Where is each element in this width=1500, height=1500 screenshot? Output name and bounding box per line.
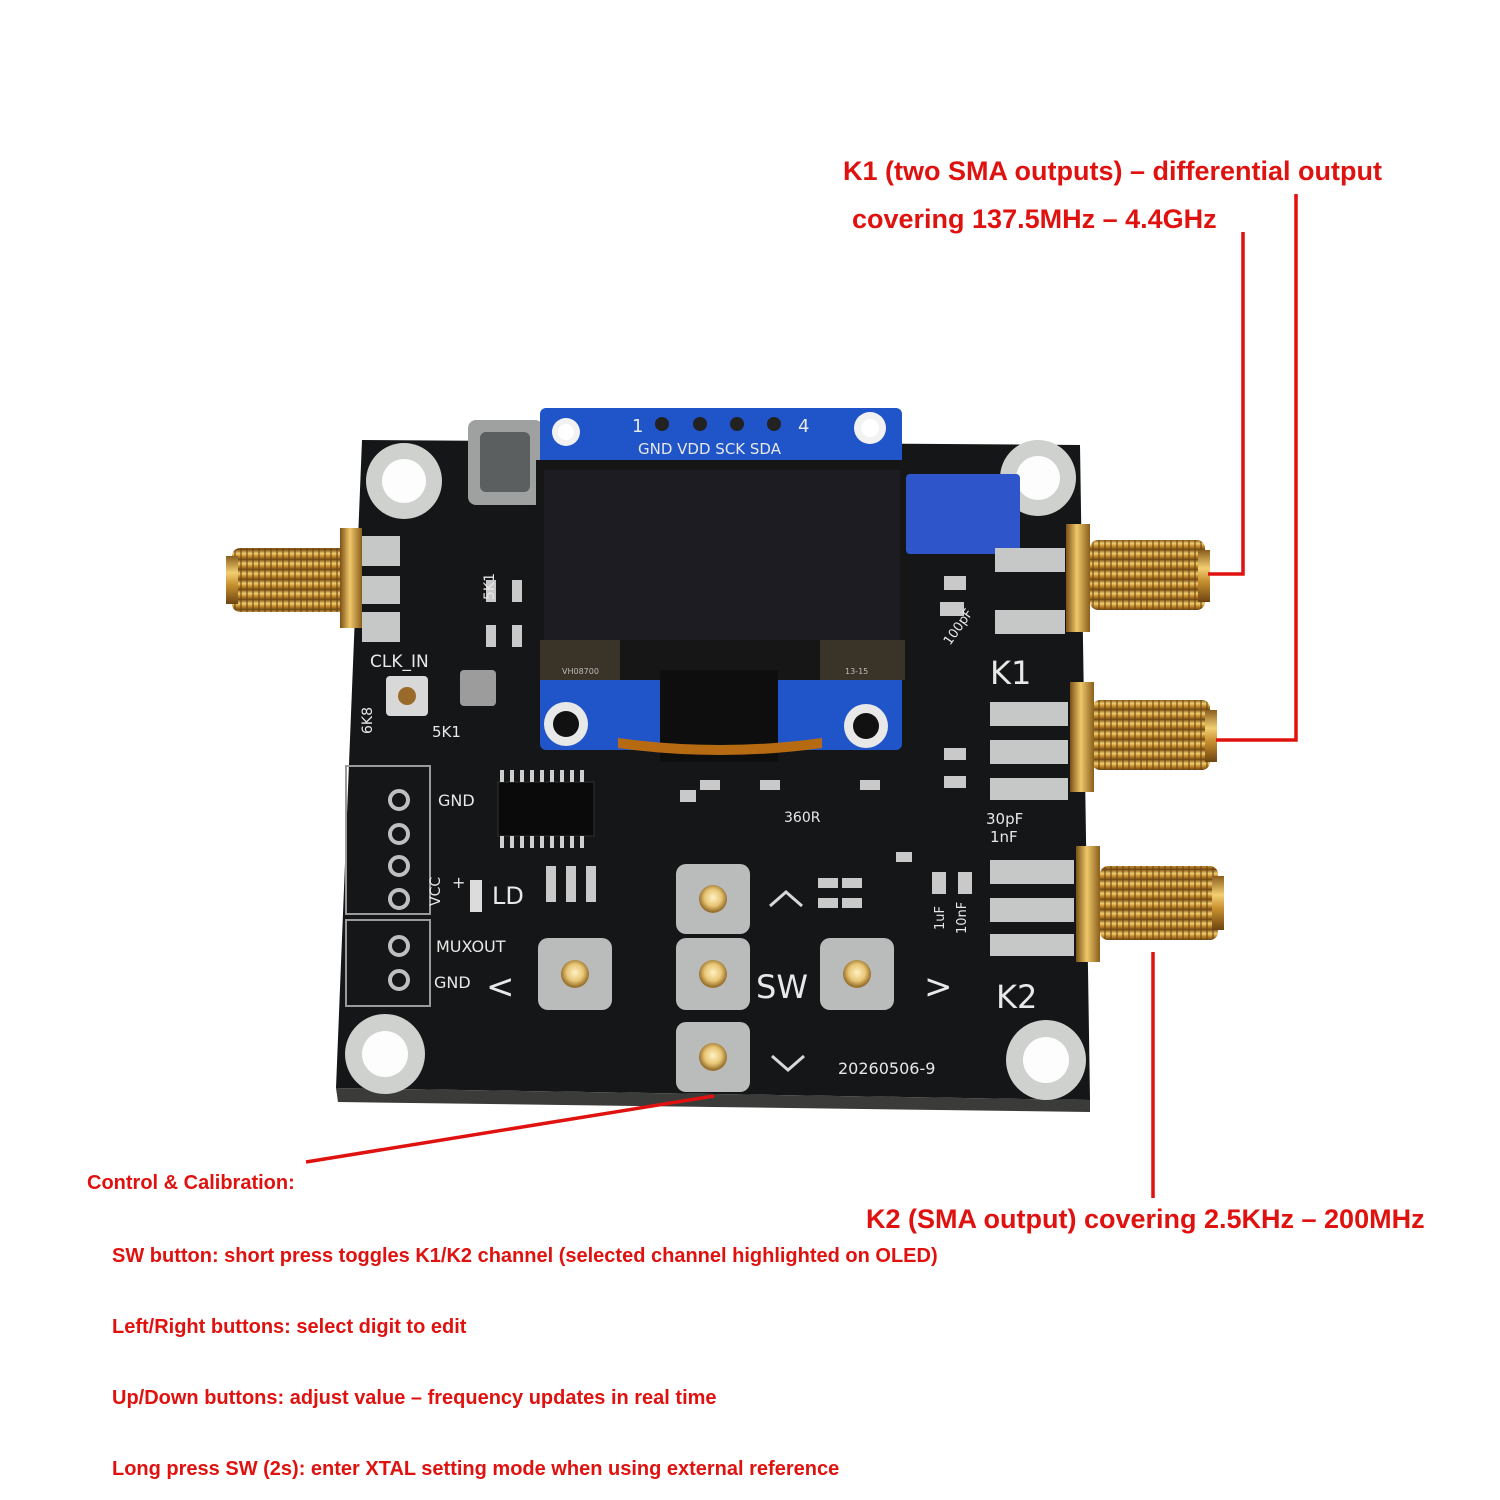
trimmer-potentiometer <box>386 676 428 716</box>
oled-pin-labels: GND VDD SCK SDA <box>638 440 782 458</box>
blue-component <box>906 474 1020 554</box>
header-gnd-bottom-label: GND <box>434 973 471 992</box>
sw-button[interactable] <box>676 938 750 1010</box>
left-button[interactable] <box>538 938 612 1010</box>
cap-10nf-label: 10nF <box>955 902 970 934</box>
chevron-down-icon <box>771 1054 805 1072</box>
header-muxout-label: MUXOUT <box>436 937 506 956</box>
cap-1nf-label: 1nF <box>990 828 1018 846</box>
oled-code-left: VH08700 <box>562 667 599 676</box>
cap-1uf-label: 1uF <box>933 906 948 930</box>
oled-pin-1-label: 1 <box>632 416 643 437</box>
led-plus-label: + <box>452 873 465 892</box>
k1-annotation-line1: K1 (two SMA outputs) – differential outp… <box>843 156 1382 186</box>
control-item-left-right: Left/Right buttons: select digit to edit <box>112 1316 467 1338</box>
sma-connector-clk-in <box>226 528 400 642</box>
led-indicator <box>470 880 482 912</box>
oled-pin-header <box>655 417 781 431</box>
sw-label: SW <box>756 968 808 1006</box>
control-item-sw: SW button: short press toggles K1/K2 cha… <box>112 1245 938 1267</box>
chevron-up-icon <box>769 890 803 908</box>
mounting-hole <box>345 1014 425 1094</box>
resistor-5k1-label: 5K1 <box>432 723 461 741</box>
led-label: LD <box>492 882 524 910</box>
control-pointer-line <box>305 1094 715 1164</box>
pin-header <box>345 765 431 1007</box>
control-item-long-press: Long press SW (2s): enter XTAL setting m… <box>112 1458 840 1480</box>
oled-code-right: 13-15 <box>845 667 868 676</box>
k1-upper-pointer-line <box>1208 232 1245 576</box>
k1-annotation-line2: covering 137.5MHz – 4.4GHz <box>852 204 1217 234</box>
pll-chip <box>497 770 595 848</box>
oled-pin-4-label: 4 <box>798 416 809 437</box>
mounting-hole <box>366 443 442 519</box>
control-item-up-down: Up/Down buttons: adjust value – frequenc… <box>112 1387 717 1409</box>
smd-components <box>486 576 972 908</box>
board-code-label: 20260506-9 <box>838 1059 935 1078</box>
clk-in-label: CLK_IN <box>370 652 429 672</box>
oled-module: 1 4 GND VDD SCK SDA VH08700 13-15 <box>536 408 908 762</box>
header-gnd-top-label: GND <box>438 791 475 810</box>
k2-board-label: K2 <box>996 978 1037 1016</box>
down-button[interactable] <box>676 1022 750 1092</box>
cap-30pf-label: 30pF <box>986 810 1023 828</box>
sma-connector-k1-upper <box>995 524 1210 634</box>
header-vcc-label: VCC <box>428 877 444 906</box>
up-button[interactable] <box>676 864 750 934</box>
mounting-hole <box>1006 1020 1086 1100</box>
right-arrow-label: > <box>924 967 953 1007</box>
sma-connector-k2 <box>990 846 1224 962</box>
k1-board-label: K1 <box>990 654 1031 692</box>
resistor-360r-label: 360R <box>784 810 821 826</box>
resistor-6k8-label: 6K8 <box>360 707 376 734</box>
k2-annotation: K2 (SMA output) covering 2.5KHz – 200MHz <box>866 1204 1425 1234</box>
resistor-5k1-vertical-label: 5K1 <box>482 573 498 600</box>
left-arrow-label: < <box>486 967 515 1007</box>
annotation-lines <box>305 194 1298 1198</box>
crystal-oscillator <box>460 670 496 706</box>
sma-connector-k1-lower <box>990 682 1217 800</box>
k1-lower-pointer-line <box>1216 194 1298 742</box>
control-title: Control & Calibration: <box>87 1172 295 1194</box>
right-button[interactable] <box>820 938 894 1010</box>
usb-c-connector <box>468 420 543 505</box>
